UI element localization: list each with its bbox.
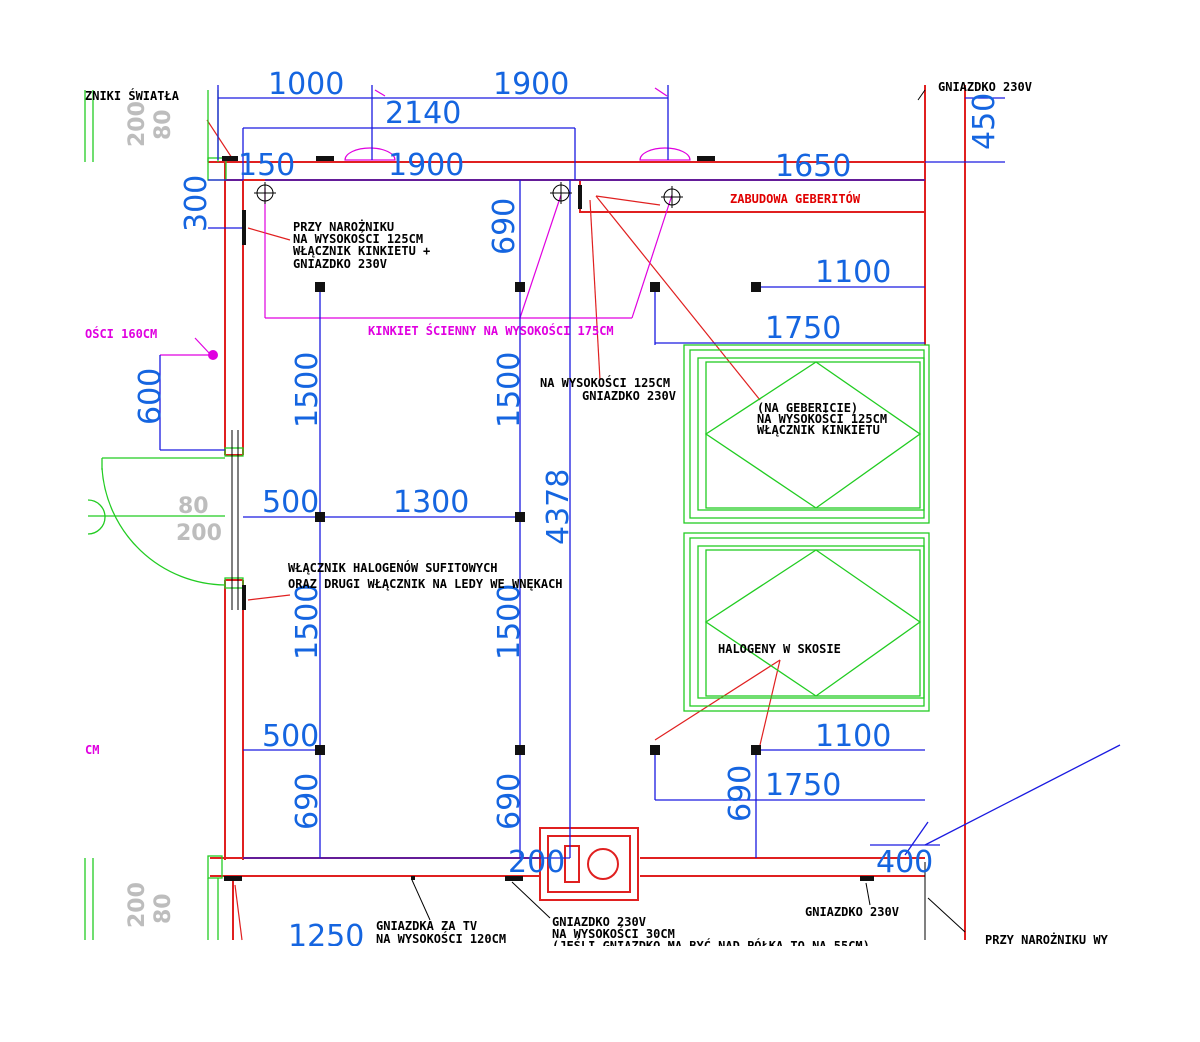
wall-light-icon <box>550 182 572 204</box>
note-zabudowa: ZABUDOWA GEBERITÓW <box>730 191 861 206</box>
wall-light-icon <box>661 186 683 208</box>
note-narozniku-1: PRZY NAROŻNIKU <box>293 219 394 234</box>
dim-300: 300 <box>179 175 214 232</box>
note-narozniku-4: GNIAZDKO 230V <box>293 257 387 271</box>
halogen-light-icon <box>515 512 525 522</box>
grey-200-mid: 200 <box>176 521 222 546</box>
dim-400: 400 <box>876 845 933 880</box>
note-cm-left: CM <box>85 743 99 757</box>
dim-150: 150 <box>238 148 295 183</box>
green-elements <box>84 90 930 940</box>
kinkiet-lines <box>160 87 691 360</box>
dim-690-c: 690 <box>492 773 527 830</box>
dim-1500-a: 1500 <box>290 352 325 428</box>
grey-80-mid: 80 <box>178 494 209 519</box>
grey-200-top: 200 <box>125 101 150 147</box>
note-g30-2: NA WYSOKOŚCI 30CM <box>552 926 675 941</box>
socket-icon <box>316 156 334 161</box>
dim-500-a: 500 <box>262 485 319 520</box>
socket-icon <box>697 156 715 161</box>
socket-icon <box>222 156 238 161</box>
note-gniazdko-bot: GNIAZDKO 230V <box>805 905 899 919</box>
note-narozniku-3: WŁĄCZNIK KINKIETU + <box>293 244 430 258</box>
note-gniazdko-top: GNIAZDKO 230V <box>938 80 1032 94</box>
dim-450: 450 <box>967 93 1002 150</box>
grey-80-top: 80 <box>151 109 176 140</box>
halogen-light-icon <box>751 282 761 292</box>
note-halogen-1: WŁĄCZNIK HALOGENÓW SUFITOWYCH <box>288 560 498 575</box>
note-g30-1: GNIAZDKO 230V <box>552 915 646 929</box>
halogen-light-icon <box>751 745 761 755</box>
dim-1500-d: 1500 <box>492 584 527 660</box>
dim-690-a: 690 <box>487 198 522 255</box>
dim-1100-a: 1100 <box>815 255 891 290</box>
dim-600: 600 <box>133 368 168 425</box>
dimension-lines <box>159 85 1121 859</box>
note-na125-1: NA WYSOKOŚCI 125CM <box>540 375 670 390</box>
fixtures <box>222 89 966 940</box>
note-kinkiet: KINKIET ŚCIENNY NA WYSOKOŚCI 175CM <box>368 323 614 338</box>
note-tv-2: NA WYSOKOŚCI 120CM <box>376 931 506 946</box>
dimension-texts: 1000 1900 2140 150 1900 1650 450 300 690… <box>133 67 1002 954</box>
note-geberit-1: (NA GEBERICIE) <box>757 401 858 415</box>
dim-500-b: 500 <box>262 719 319 754</box>
note-geberit-2: NA WYSOKOŚCI 125CM <box>757 411 887 426</box>
note-tv-1: GNIAZDKA ZA TV <box>376 919 477 933</box>
dim-690-b: 690 <box>290 773 325 830</box>
dim-1500-c: 1500 <box>290 584 325 660</box>
halogen-light-icon <box>650 745 660 755</box>
dim-1650: 1650 <box>775 149 851 184</box>
switch-icon <box>242 585 246 610</box>
dim-4378: 4378 <box>541 469 576 545</box>
note-swiatla: ZNIKI ŚWIATŁA <box>85 88 180 103</box>
dim-1100-b: 1100 <box>815 719 891 754</box>
dim-1500-b: 1500 <box>492 352 527 428</box>
note-kosci160: OŚCI 160CM <box>85 326 157 341</box>
dim-1900-top: 1900 <box>493 67 569 102</box>
grey-200-bot: 200 <box>125 882 150 928</box>
halogen-light-icon <box>315 512 325 522</box>
dim-200: 200 <box>508 845 565 880</box>
note-narozniku-2: NA WYSOKOŚCI 125CM <box>293 231 423 246</box>
dim-690-d: 690 <box>723 765 758 822</box>
dim-1750-b: 1750 <box>765 768 841 803</box>
grey-80-bot: 80 <box>151 893 176 924</box>
grey-labels: 200 80 80 200 200 80 <box>125 101 222 928</box>
dim-1750-a: 1750 <box>765 311 841 346</box>
halogen-light-icon <box>515 282 525 292</box>
dim-1000: 1000 <box>268 67 344 102</box>
dim-1300: 1300 <box>393 485 469 520</box>
note-halogeny-skosie: HALOGENY W SKOSIE <box>718 642 841 656</box>
wall-light-marker <box>208 350 218 360</box>
dim-2140: 2140 <box>385 96 461 131</box>
note-narozniku-bot: PRZY NAROŻNIKU WY <box>985 932 1109 947</box>
socket-icon <box>224 876 242 881</box>
note-geberit-3: WŁĄCZNIK KINKIETU <box>757 423 880 437</box>
halogen-light-icon <box>315 745 325 755</box>
switch-icon <box>242 210 246 245</box>
halogen-light-icon <box>515 745 525 755</box>
note-halogen-2: ORAZ DRUGI WŁĄCZNIK NA LEDY WE WNĘKACH <box>288 577 563 591</box>
dim-1900: 1900 <box>388 148 464 183</box>
switch-icon <box>578 185 582 209</box>
wall-light-icon <box>254 182 276 204</box>
annotations: ZNIKI ŚWIATŁA GNIAZDKO 230V ZABUDOWA GEB… <box>85 80 1109 953</box>
socket-icon <box>860 876 874 881</box>
note-na125-2: GNIAZDKO 230V <box>582 389 676 403</box>
socket-icon <box>411 876 415 880</box>
socket-icon <box>505 876 523 881</box>
page-margin <box>0 946 1200 1042</box>
halogen-light-icon <box>650 282 660 292</box>
halogen-light-icon <box>315 282 325 292</box>
